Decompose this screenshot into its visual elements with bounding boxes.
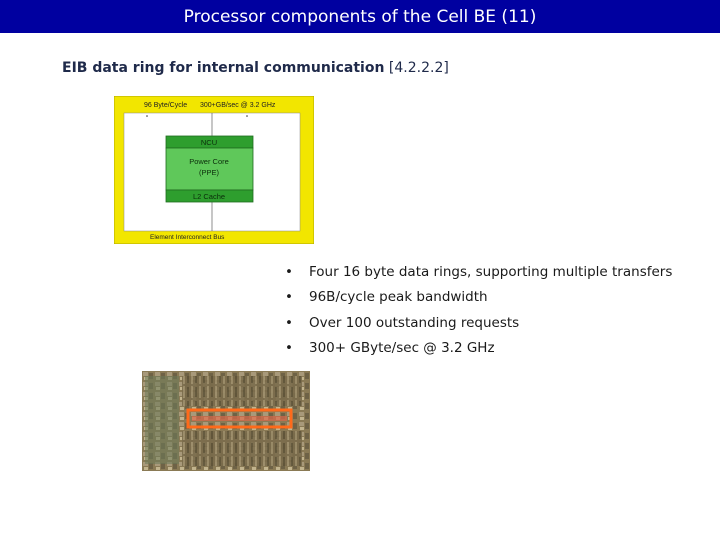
power-core-label: Power Core bbox=[189, 157, 229, 166]
eib-highlight-box bbox=[186, 408, 293, 429]
ring-dot bbox=[146, 115, 148, 117]
bullet-marker: • bbox=[285, 339, 293, 356]
diagram-top-right-label: 300+GB/sec @ 3.2 GHz bbox=[200, 102, 276, 109]
bullet-item: • Four 16 byte data rings, supporting mul… bbox=[285, 264, 672, 289]
slide-title: Processor components of the Cell BE (11) bbox=[183, 6, 537, 27]
bullet-text: 96B/cycle peak bandwidth bbox=[309, 289, 488, 306]
bullet-item: • 96B/cycle peak bandwidth bbox=[285, 289, 672, 314]
eib-bus-strip bbox=[192, 416, 287, 421]
die-spe-row-bottom bbox=[182, 431, 302, 466]
cell-die-photo bbox=[142, 371, 310, 471]
l2-cache-block bbox=[165, 189, 254, 203]
bullet-text: Over 100 outstanding requests bbox=[309, 314, 520, 331]
eib-ring-diagram: 96 Byte/Cycle 300+GB/sec @ 3.2 GHz NCU P… bbox=[114, 96, 314, 244]
bullet-marker: • bbox=[285, 264, 293, 280]
bullet-item: • 300+ GByte/sec @ 3.2 GHz bbox=[285, 340, 672, 365]
bullet-marker: • bbox=[285, 289, 293, 306]
die-spe-row-top bbox=[182, 376, 302, 406]
eib-ring-svg: 96 Byte/Cycle 300+GB/sec @ 3.2 GHz NCU P… bbox=[114, 96, 314, 244]
power-core-block bbox=[165, 147, 254, 191]
ppe-label: (PPE) bbox=[199, 168, 220, 177]
bullet-marker: • bbox=[285, 314, 293, 331]
bullet-item: • Over 100 outstanding requests bbox=[285, 315, 672, 340]
l2-cache-label: L2 Cache bbox=[193, 192, 225, 201]
die-ppe-area bbox=[145, 376, 179, 464]
section-heading: EIB data ring for internal communication… bbox=[62, 60, 449, 76]
bullet-text: 300+ GByte/sec @ 3.2 GHz bbox=[309, 339, 495, 356]
ring-dot bbox=[246, 115, 248, 117]
section-reference: [4.2.2.2] bbox=[388, 60, 449, 76]
section-heading-bold: EIB data ring for internal communication bbox=[62, 60, 385, 76]
die-photo-svg bbox=[142, 371, 310, 471]
bullet-list: • Four 16 byte data rings, supporting mul… bbox=[285, 264, 672, 365]
diagram-top-left-label: 96 Byte/Cycle bbox=[144, 102, 187, 109]
slide-title-bar: Processor components of the Cell BE (11) bbox=[0, 0, 720, 33]
bullet-text: Four 16 byte data rings, supporting mult… bbox=[309, 264, 673, 280]
bus-label: Element Interconnect Bus bbox=[150, 234, 225, 241]
ncu-label: NCU bbox=[201, 138, 217, 147]
